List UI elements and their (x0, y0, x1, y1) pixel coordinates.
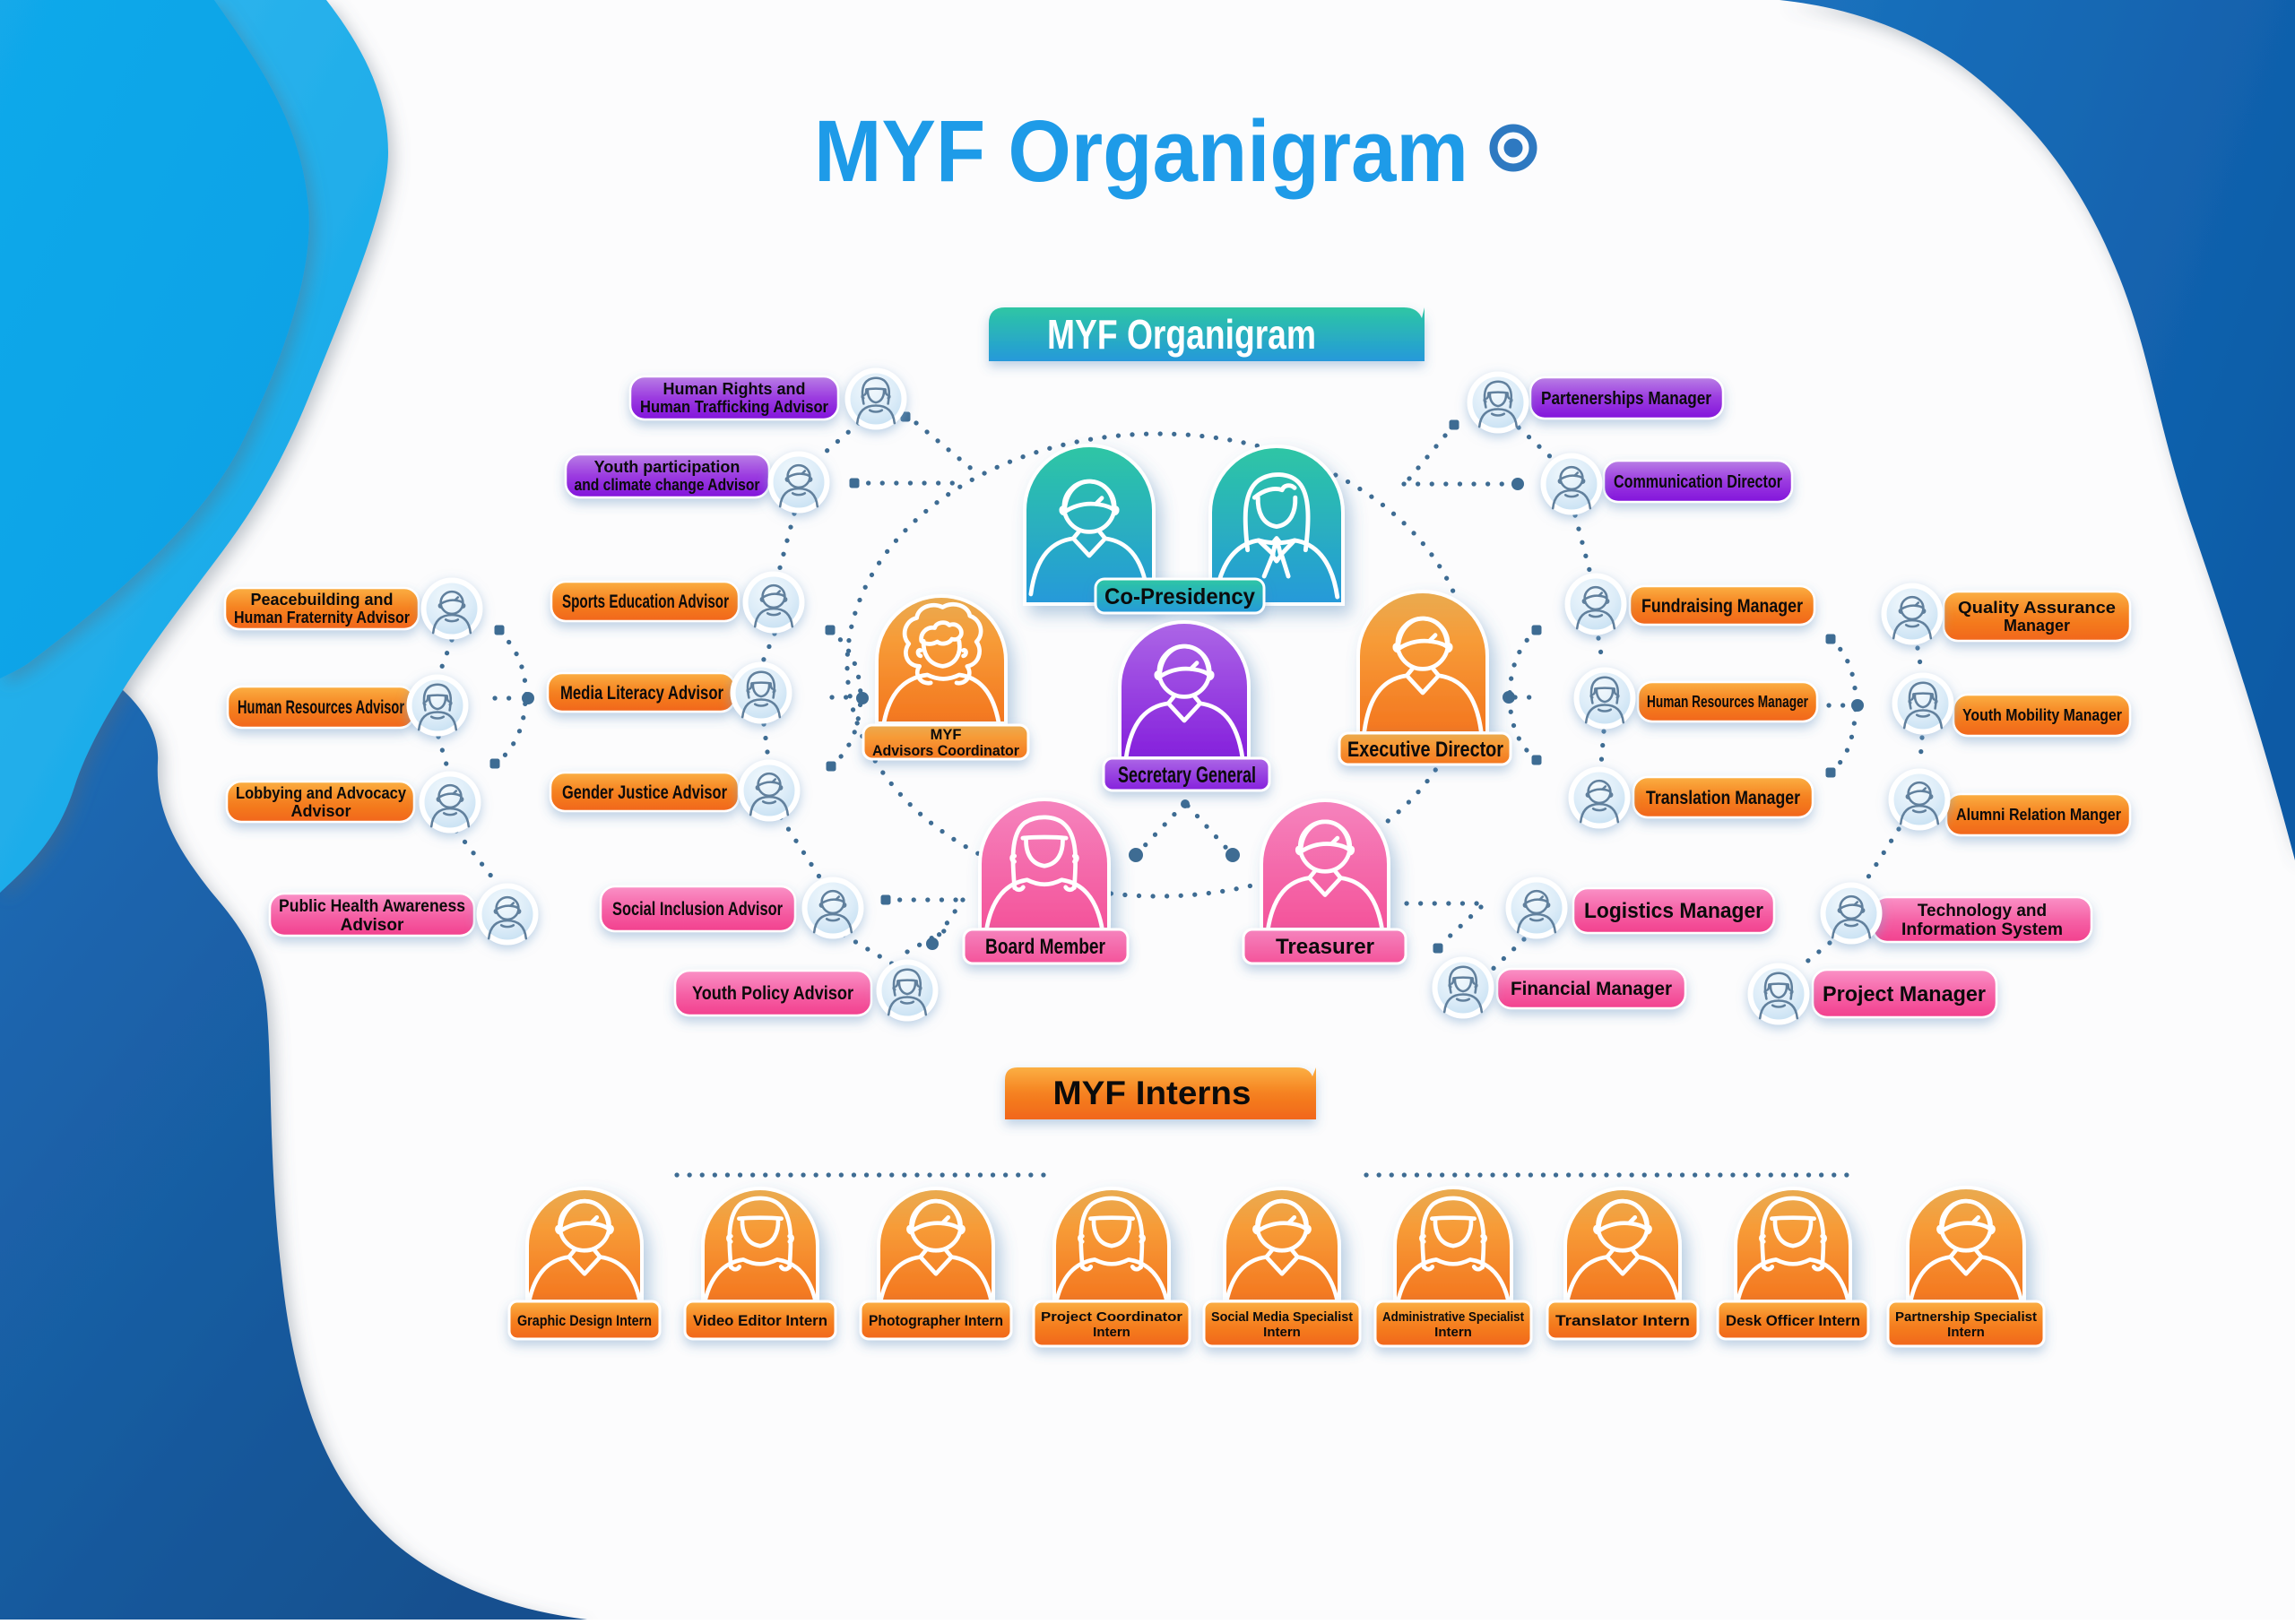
svg-text:Fundraising Manager: Fundraising Manager (1641, 596, 1803, 617)
svg-text:Partnership Specialist: Partnership Specialist (1895, 1309, 2037, 1325)
svg-text:MYF Interns: MYF Interns (1053, 1075, 1251, 1111)
svg-text:Co-Presidency: Co-Presidency (1104, 584, 1255, 609)
svg-text:Advisors Coordinator: Advisors Coordinator (872, 743, 1020, 759)
svg-text:MYF Organigram: MYF Organigram (814, 102, 1468, 200)
svg-text:Translator Intern: Translator Intern (1555, 1312, 1690, 1329)
svg-text:MYF Organigram: MYF Organigram (1047, 311, 1316, 358)
svg-text:Intern: Intern (1263, 1325, 1301, 1340)
svg-text:Manager: Manager (2004, 617, 2070, 635)
svg-text:MYF: MYF (931, 727, 962, 743)
svg-text:Logistics Manager: Logistics Manager (1584, 899, 1763, 923)
svg-text:Translation Manager: Translation Manager (1646, 788, 1800, 808)
svg-text:Social Inclusion Advisor: Social Inclusion Advisor (612, 899, 783, 920)
svg-text:Youth Mobility Manager: Youth Mobility Manager (1962, 706, 2122, 724)
svg-text:and climate change Advisor: and climate change Advisor (575, 476, 760, 494)
svg-text:Intern: Intern (1947, 1325, 1985, 1340)
svg-text:Human Fraternity Advisor: Human Fraternity Advisor (234, 609, 410, 626)
svg-text:Human Rights and: Human Rights and (663, 380, 805, 398)
svg-text:Lobbying and Advocacy: Lobbying and Advocacy (236, 784, 406, 802)
svg-text:Treasurer: Treasurer (1276, 935, 1374, 959)
svg-text:Board Member: Board Member (985, 935, 1105, 959)
svg-text:Project Manager: Project Manager (1823, 982, 1986, 1006)
svg-text:Human Trafficking Advisor: Human Trafficking Advisor (640, 398, 828, 416)
svg-text:Sports Education Advisor: Sports Education Advisor (562, 592, 729, 612)
svg-text:Graphic Design Intern: Graphic Design Intern (517, 1312, 652, 1329)
svg-text:Photographer Intern: Photographer Intern (869, 1312, 1003, 1329)
svg-text:Human Resources Manager: Human Resources Manager (1647, 693, 1808, 711)
svg-text:Advisor: Advisor (290, 802, 351, 820)
svg-text:Quality Assurance: Quality Assurance (1958, 599, 2116, 617)
svg-text:Communication Director: Communication Director (1614, 472, 1782, 492)
svg-text:Alumni Relation Manger: Alumni Relation Manger (1956, 806, 2121, 824)
svg-text:Secretary General: Secretary General (1118, 763, 1256, 788)
svg-text:Gender Justice Advisor: Gender Justice Advisor (562, 782, 727, 803)
svg-text:Project Coordinator: Project Coordinator (1041, 1309, 1182, 1325)
svg-text:Technology and: Technology and (1918, 902, 2047, 920)
svg-text:Executive Director: Executive Director (1347, 738, 1503, 762)
svg-text:Youth participation: Youth participation (594, 458, 740, 476)
svg-text:Video Editor Intern: Video Editor Intern (693, 1312, 827, 1329)
svg-text:Peacebuilding and: Peacebuilding and (250, 591, 393, 609)
svg-text:Financial Manager: Financial Manager (1511, 979, 1672, 999)
svg-text:Media Literacy Advisor: Media Literacy Advisor (560, 683, 723, 704)
svg-text:Public Health Awareness: Public Health Awareness (279, 897, 465, 916)
svg-text:Desk Officer Intern: Desk Officer Intern (1726, 1312, 1860, 1329)
svg-text:Intern: Intern (1093, 1325, 1130, 1340)
svg-text:Advisor: Advisor (341, 916, 404, 935)
svg-text:Human Resources Advisor: Human Resources Advisor (238, 697, 404, 718)
svg-text:Partenerships Manager: Partenerships Manager (1541, 389, 1711, 409)
svg-text:Information System: Information System (1901, 920, 2063, 939)
svg-text:Social Media Specialist: Social Media Specialist (1211, 1309, 1353, 1325)
svg-text:Administrative Specialist: Administrative Specialist (1382, 1309, 1524, 1325)
svg-text:Youth Policy Advisor: Youth Policy Advisor (692, 983, 853, 1004)
svg-text:Intern: Intern (1434, 1325, 1472, 1340)
